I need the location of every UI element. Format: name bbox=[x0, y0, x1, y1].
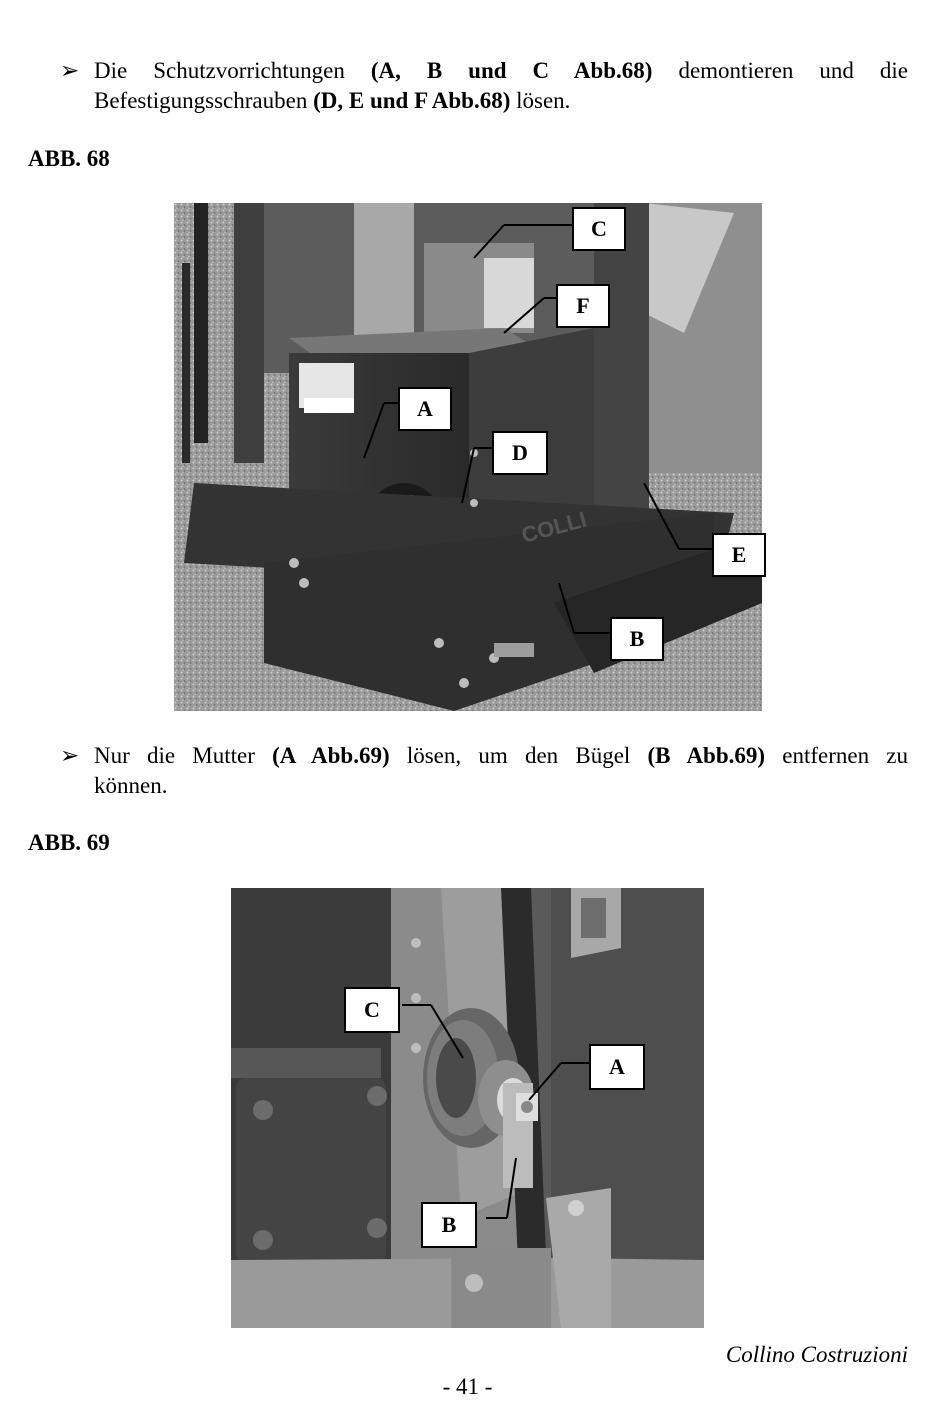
figure-68-photo: COLLI C F A D E B bbox=[174, 203, 766, 711]
instruction-1: ➢ Die Schutzvorrichtungen (A, B und C Ab… bbox=[60, 56, 908, 116]
page-number: - 41 - bbox=[442, 1374, 493, 1399]
instruction-2-line-2: können. bbox=[94, 773, 168, 798]
pulley-assembly-illustration bbox=[231, 888, 704, 1328]
company-name: Collino Costruzioni bbox=[725, 1342, 908, 1367]
callout-label-B: B bbox=[421, 1202, 477, 1248]
figure-68-heading: ABB. 68 bbox=[28, 146, 110, 171]
figure-69-heading: ABB. 69 bbox=[28, 830, 110, 855]
arrow-bullet-icon: ➢ bbox=[60, 743, 80, 768]
callout-label-A: A bbox=[589, 1044, 645, 1090]
instruction-2-line-1: Nur die Mutter (A Abb.69) lösen, um den … bbox=[94, 743, 909, 768]
instruction-1-line-1: Die Schutzvorrichtungen (A, B und C Abb.… bbox=[94, 58, 908, 83]
callout-label-C: C bbox=[572, 207, 626, 251]
figure-69-drawing: C A B bbox=[231, 888, 704, 1328]
callout-label-D: D bbox=[492, 431, 548, 475]
machine-photo-illustration: COLLI bbox=[174, 203, 762, 711]
arrow-bullet-icon: ➢ bbox=[60, 58, 80, 83]
callout-label-A: A bbox=[398, 387, 452, 431]
callout-label-B: B bbox=[610, 617, 664, 661]
instruction-2: ➢ Nur die Mutter (A Abb.69) lösen, um de… bbox=[60, 741, 908, 801]
callout-label-F: F bbox=[556, 284, 610, 328]
instruction-1-line-2: Befestigungsschrauben (D, E und F Abb.68… bbox=[94, 88, 571, 113]
callout-label-E: E bbox=[712, 533, 766, 577]
callout-label-C: C bbox=[344, 987, 400, 1033]
